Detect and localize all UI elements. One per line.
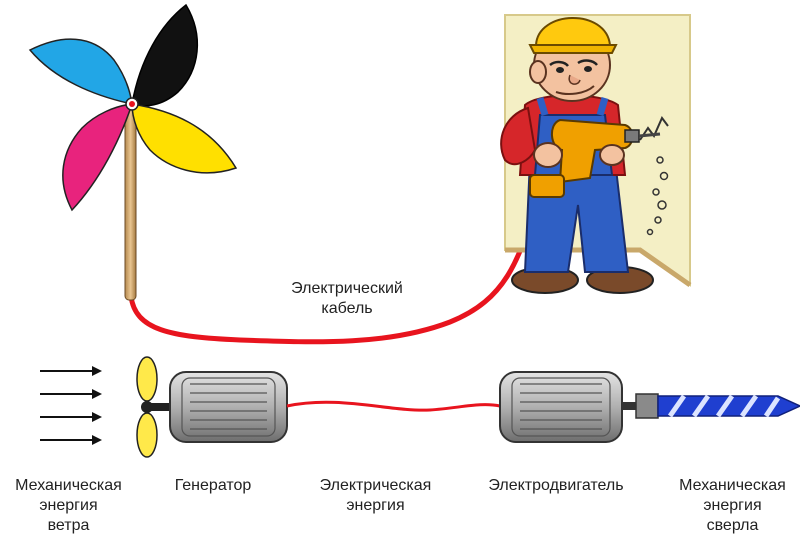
label-line: сверла [706, 517, 759, 534]
worker-with-drill-icon [500, 14, 692, 294]
label-line: энергия [39, 497, 98, 514]
electric-wire [286, 400, 501, 412]
drill-energy-label: Механическая энергия сверла [660, 476, 800, 536]
label-line: Электродвигатель [488, 477, 624, 494]
label-line: энергия [346, 497, 405, 514]
wind-arrows-icon [40, 366, 102, 445]
electric-cable [128, 189, 543, 345]
cable-label: Электрический кабель [262, 279, 432, 319]
label-line: Генератор [174, 477, 252, 494]
generator-icon [169, 371, 288, 443]
label-line: Механическая [15, 477, 122, 494]
cable-label-line: Электрический [291, 280, 403, 297]
electric-motor-icon [499, 371, 636, 443]
label-line: ветра [47, 517, 90, 534]
motor-label: Электродвигатель [466, 476, 646, 496]
pinwheel-icon [28, 3, 238, 301]
cable-label-line: кабель [321, 300, 373, 317]
generator-label: Генератор [148, 476, 278, 496]
propeller-icon [136, 356, 172, 458]
label-line: энергия [703, 497, 762, 514]
wind-energy-label: Механическая энергия ветра [0, 476, 141, 536]
drill-bit-icon [635, 393, 800, 419]
label-line: Механическая [679, 477, 786, 494]
electric-energy-label: Электрическая энергия [298, 476, 453, 516]
label-line: Электрическая [319, 477, 432, 494]
